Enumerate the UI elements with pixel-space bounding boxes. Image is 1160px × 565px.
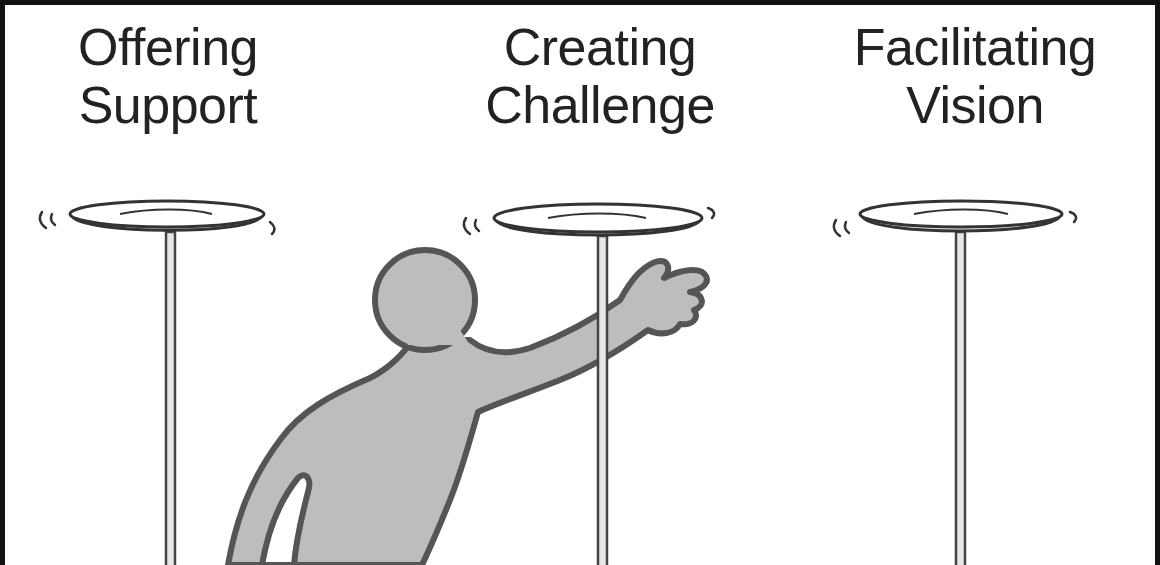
person-arm-gap (262, 475, 309, 565)
plate-label: Creating Challenge (430, 18, 770, 134)
poles (166, 232, 965, 565)
pole (166, 232, 175, 565)
motion-marks (40, 208, 1076, 236)
frame-top (0, 0, 1160, 5)
plate-label: Offering Support (8, 18, 328, 134)
frame-right (1155, 0, 1160, 565)
plate-label: Facilitating Vision (815, 18, 1135, 134)
spinning-plate (860, 201, 1062, 231)
person-head (375, 250, 475, 350)
frame-left (0, 0, 5, 565)
pole (956, 232, 965, 565)
spinning-plate (494, 204, 702, 235)
plates (70, 201, 1062, 235)
pole (598, 236, 607, 565)
person-neck (400, 330, 470, 345)
person-figure (228, 250, 707, 565)
spinning-plate (70, 201, 264, 230)
